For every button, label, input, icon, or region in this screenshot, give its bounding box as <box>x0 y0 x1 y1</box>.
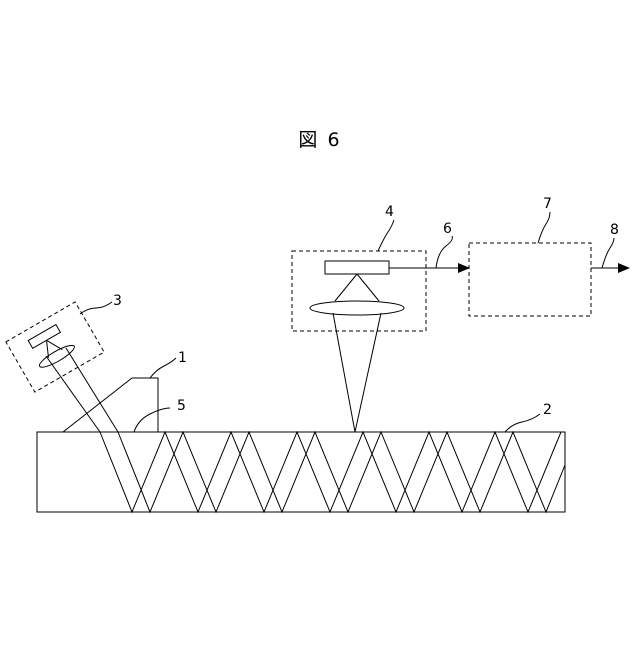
coupling-prism <box>63 378 158 432</box>
label-prism: 1 <box>178 350 187 366</box>
light-source-module <box>6 302 104 392</box>
leader-2 <box>505 414 540 432</box>
output-arrowhead <box>618 263 630 273</box>
label-output-signal: 6 <box>443 221 452 237</box>
detector-module-housing <box>292 251 426 331</box>
detector-cone-left <box>335 274 357 301</box>
photodetector <box>325 261 389 274</box>
label-detector-module: 4 <box>385 204 394 220</box>
leader-4 <box>378 220 394 251</box>
leader-1 <box>150 358 176 378</box>
incident-beam-edge-a <box>46 356 100 432</box>
label-waveguide: 2 <box>543 402 552 418</box>
light-emitter <box>28 325 60 349</box>
leader-7 <box>538 212 550 243</box>
leader-5 <box>134 408 170 432</box>
light-path-b <box>118 432 565 512</box>
focusing-lens <box>310 301 404 315</box>
detector-cone-right <box>357 274 379 301</box>
signal-arrowhead <box>458 263 470 273</box>
leader-3 <box>80 302 112 314</box>
leader-6 <box>436 236 452 268</box>
light-path-a <box>100 432 561 512</box>
figure-title: 図 6 <box>298 129 341 151</box>
processing-unit <box>469 243 591 316</box>
incident-beam-edge-b <box>66 348 118 432</box>
light-source-housing <box>6 302 104 392</box>
leader-8 <box>602 238 614 268</box>
label-light-source-module: 3 <box>113 293 122 309</box>
label-coupling-face: 5 <box>177 398 186 414</box>
label-processing-unit: 7 <box>543 196 552 212</box>
label-result-output: 8 <box>610 222 619 238</box>
